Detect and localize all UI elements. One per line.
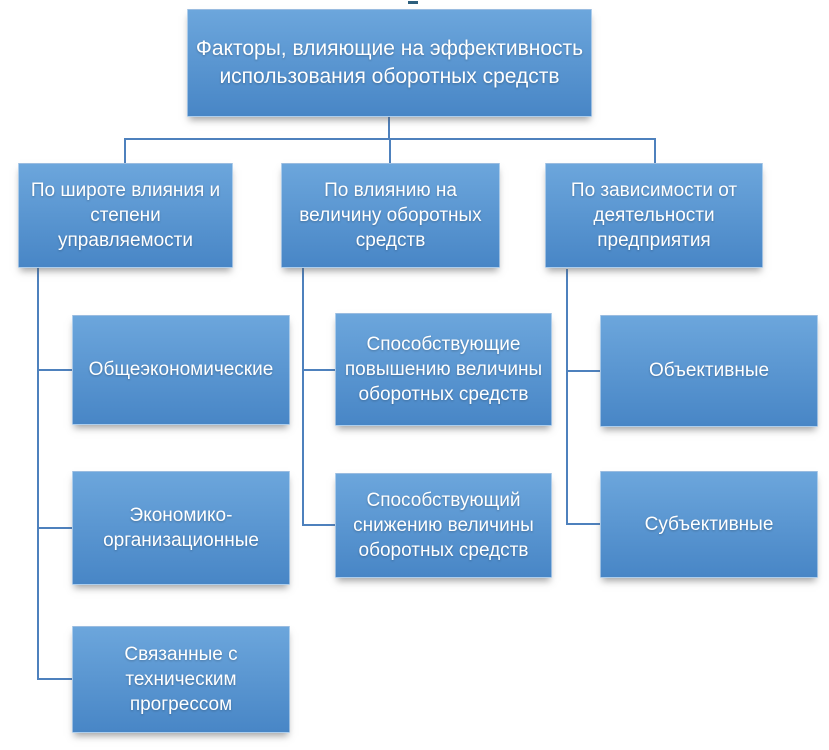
connector-col2-child2 <box>302 524 335 526</box>
node-branch-1: По широте влияния и степени управляемост… <box>18 163 233 268</box>
node-child-1-1-label: Общеэкономические <box>88 359 274 381</box>
node-child-3-2: Субъективные <box>600 471 818 578</box>
connector-col2-child1 <box>302 369 335 371</box>
node-branch-1-label: По широте влияния и степени управляемост… <box>30 179 221 252</box>
top-stub-mark <box>408 1 418 4</box>
node-child-2-2-label: Способствующий снижению величины оборотн… <box>353 489 534 562</box>
node-child-1-1: Общеэкономические <box>72 315 290 425</box>
node-child-1-2-label: Экономико-организационные <box>103 504 259 551</box>
node-child-2-1-label: Способствующие повышению величины оборот… <box>344 333 543 406</box>
node-child-2-2: Способствующий снижению величины оборотн… <box>335 473 552 578</box>
node-branch-3-label: По зависимости от деятельности предприят… <box>570 179 738 252</box>
connector-root-drop <box>388 117 390 140</box>
connector-col1-child3 <box>37 678 72 680</box>
connector-drop-branch-1 <box>124 138 126 164</box>
connector-col3-child1 <box>566 370 600 372</box>
connector-drop-branch-3 <box>654 138 656 164</box>
connector-drop-branch-2 <box>389 138 391 164</box>
node-child-3-1: Объективные <box>600 315 818 427</box>
node-child-3-2-label: Субъективные <box>644 513 774 535</box>
node-child-1-3-label: Связанные с техническим прогрессом <box>124 643 238 716</box>
connector-col1-vertical <box>37 268 39 680</box>
node-branch-2: По влиянию на величину оборотных средств <box>281 163 500 268</box>
connector-col1-child2 <box>37 527 72 529</box>
node-root-label: Факторы, влияющие на эффективность испол… <box>195 37 584 88</box>
node-child-3-1-label: Объективные <box>648 360 770 382</box>
connector-col3-vertical <box>566 269 568 525</box>
node-child-1-3: Связанные с техническим прогрессом <box>72 626 290 733</box>
node-branch-3: По зависимости от деятельности предприят… <box>545 163 763 268</box>
node-root: Факторы, влияющие на эффективность испол… <box>187 9 592 117</box>
node-branch-2-label: По влиянию на величину оборотных средств <box>299 179 482 252</box>
connector-col1-child1 <box>37 369 72 371</box>
connector-col3-child2 <box>566 523 600 525</box>
node-child-2-1: Способствующие повышению величины оборот… <box>335 313 552 426</box>
connector-col2-vertical <box>302 268 304 526</box>
node-child-1-2: Экономико-организационные <box>72 471 290 585</box>
